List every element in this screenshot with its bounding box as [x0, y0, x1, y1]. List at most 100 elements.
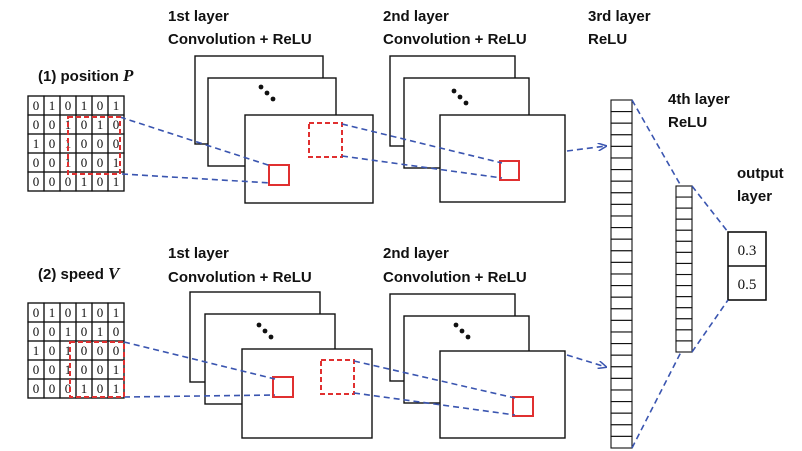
grid-cell-value: 1	[113, 98, 120, 113]
output-layer-subtitle: layer	[737, 188, 772, 205]
grid-cell-value: 0	[97, 174, 104, 189]
grid-cell-value: 0	[97, 305, 104, 320]
neuron-cell	[610, 285, 633, 298]
grid-cell-value: 0	[49, 343, 56, 358]
neuron-cell	[610, 366, 633, 379]
connection-line	[123, 341, 276, 380]
bottom-layer2-subtitle: Convolution + ReLU	[383, 269, 527, 286]
grid-cell-value: 1	[65, 324, 72, 339]
neuron-cell	[675, 296, 693, 309]
neuron-cell	[610, 145, 633, 159]
neuron-cell	[610, 157, 633, 171]
input-position-label: (1) position P	[38, 66, 134, 85]
grid-cell-value: 0	[49, 362, 56, 377]
grid-cell-value: 0	[49, 155, 56, 170]
neuron-cell	[610, 354, 633, 368]
neuron-cell	[610, 331, 633, 345]
grid-cell-value: 0	[113, 117, 120, 132]
connection-arrow	[566, 354, 606, 367]
top-layer2-title: 2nd layer	[383, 8, 449, 25]
layer3-title: 3rd layer	[588, 8, 651, 25]
neuron-cell	[675, 218, 693, 231]
grid-cell-value: 1	[97, 117, 104, 132]
neuron-cell	[610, 343, 633, 356]
ellipsis-dot	[264, 90, 270, 96]
grid-cell-value: 1	[49, 305, 56, 320]
grid-cell-value: 1	[113, 381, 120, 396]
input-speed-label: (2) speed V	[38, 264, 121, 283]
grid-cell-value: 0	[113, 343, 120, 358]
neuron-cell	[610, 227, 633, 240]
neuron-cell	[675, 318, 693, 331]
grid-cell-value: 0	[33, 98, 40, 113]
neuron-cell	[675, 229, 693, 242]
output-values-box: 0.3 0.5	[727, 231, 767, 301]
neuron-cell	[675, 273, 693, 287]
grid-cell-value: 0	[49, 324, 56, 339]
grid-cell-value: 0	[97, 381, 104, 396]
grid-cell-value: 0	[33, 324, 40, 339]
grid-cell-value: 1	[97, 324, 104, 339]
grid-cell-value: 1	[33, 343, 40, 358]
neuron-cell	[610, 435, 633, 449]
bottom-layer2-feature-maps	[389, 293, 566, 439]
ellipsis-dot	[270, 96, 276, 102]
grid-cell-value: 0	[33, 155, 40, 170]
neuron-cell	[610, 215, 633, 229]
layer4-subtitle: ReLU	[668, 114, 707, 131]
connection-arrow	[566, 146, 606, 152]
ellipsis-dot	[258, 84, 264, 90]
feature-map	[439, 114, 566, 203]
connections	[119, 99, 729, 449]
grid-cell-value: 1	[81, 98, 88, 113]
grid-cell-value: 0	[81, 362, 88, 377]
grid-cell-value: 0	[65, 381, 72, 396]
neuron-cell	[610, 192, 633, 205]
neuron-cell	[610, 296, 633, 310]
grid-cell-value: 0	[49, 174, 56, 189]
grid-cell-value: 0	[65, 98, 72, 113]
layer4-title: 4th layer	[668, 91, 730, 108]
output-value-1: 0.3	[738, 243, 757, 259]
grid-cell-value: 0	[33, 362, 40, 377]
ellipsis-dot	[465, 334, 471, 340]
grid-cell-value: 0	[97, 362, 104, 377]
grid-cell-value: 0	[33, 381, 40, 396]
layer3-subtitle: ReLU	[588, 31, 627, 48]
grid-cell-value: 1	[113, 155, 120, 170]
bottom-layer1-subtitle: Convolution + ReLU	[168, 269, 312, 286]
bottom-layer1-feature-maps	[189, 291, 373, 439]
grid-cell-value: 1	[113, 174, 120, 189]
neuron-cell	[675, 307, 693, 320]
neuron-cell	[610, 308, 633, 321]
connection-line	[353, 392, 516, 416]
grid-cell-value: 0	[81, 324, 88, 339]
grid-cell-value: 0	[97, 136, 104, 151]
grid-cell-value: 0	[97, 98, 104, 113]
neuron-cell	[675, 340, 693, 353]
connection-line	[353, 360, 516, 399]
kernel-output-box	[268, 164, 290, 186]
grid-cell-value: 0	[113, 136, 120, 151]
grid-cell-value: 0	[97, 155, 104, 170]
connection-line	[691, 299, 729, 353]
grid-cell-value: 0	[113, 324, 120, 339]
neuron-cell	[610, 424, 633, 437]
ellipsis-dot	[459, 328, 465, 334]
connection-line	[341, 123, 503, 164]
grid-cell-value: 1	[81, 305, 88, 320]
connection-line	[691, 185, 729, 233]
kernel-output-box	[499, 160, 520, 181]
neuron-cell	[675, 329, 693, 342]
neuron-cell	[610, 238, 633, 252]
grid-cell-value: 0	[81, 136, 88, 151]
feature-map	[244, 114, 374, 204]
ellipsis-dot	[268, 334, 274, 340]
neuron-cell	[610, 377, 633, 391]
grid-cell-value: 0	[33, 117, 40, 132]
neuron-cell	[610, 122, 633, 136]
grid-cell-value: 1	[65, 343, 72, 358]
neuron-cell	[675, 251, 693, 265]
ellipsis-dot	[262, 328, 268, 334]
